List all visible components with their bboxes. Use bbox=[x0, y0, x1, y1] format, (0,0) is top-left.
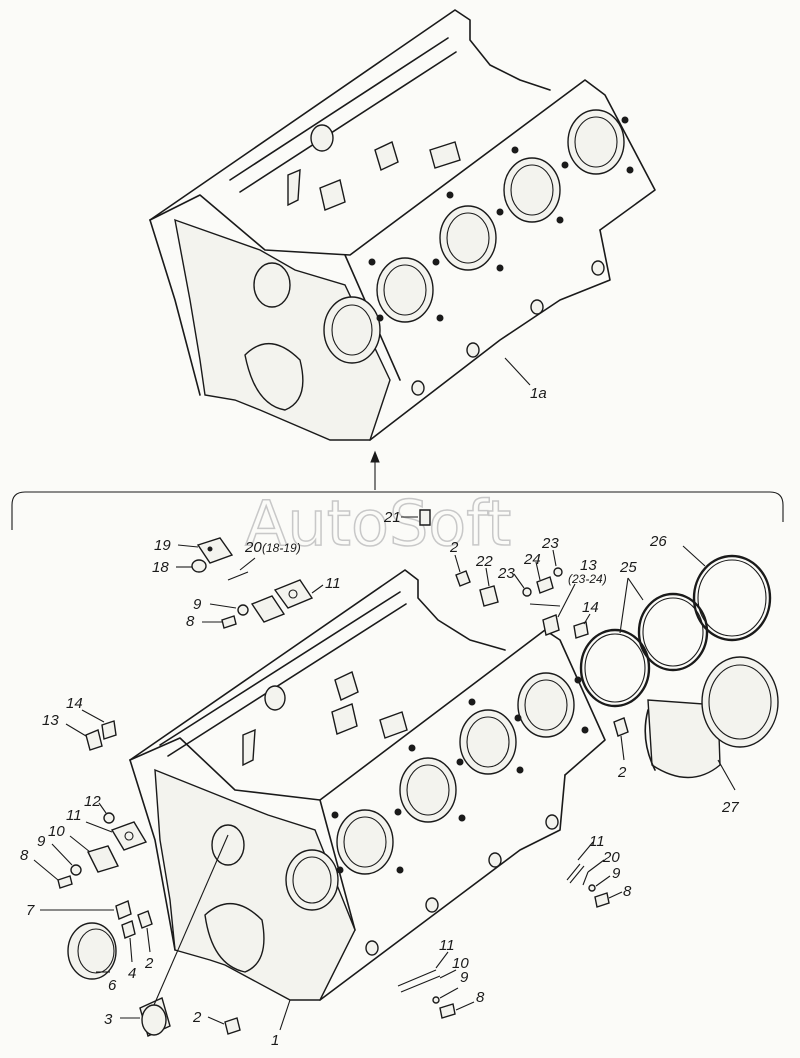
callout-4: 4 bbox=[128, 965, 136, 982]
callout-2d: 2 bbox=[192, 1009, 202, 1026]
callout-22: 22 bbox=[475, 553, 493, 570]
callout-20b: 20 bbox=[602, 849, 620, 866]
callout-9c: 9 bbox=[612, 865, 621, 882]
callout-9d: 9 bbox=[460, 969, 469, 986]
callout-3: 3 bbox=[104, 1011, 113, 1028]
callout-18: 18 bbox=[152, 559, 169, 576]
callout-9a: 9 bbox=[193, 596, 202, 613]
callout-8c: 8 bbox=[623, 883, 632, 900]
callout-7: 7 bbox=[26, 902, 35, 919]
callout-12: 12 bbox=[84, 793, 101, 810]
callout-27: 27 bbox=[721, 799, 739, 816]
callout-11b: 11 bbox=[66, 807, 82, 824]
callout-9b: 9 bbox=[37, 833, 46, 850]
callout-8b: 8 bbox=[20, 847, 29, 864]
callout-11c: 11 bbox=[589, 833, 605, 850]
callout-26: 26 bbox=[649, 533, 667, 550]
callout-23b: 23 bbox=[541, 535, 559, 552]
callout-19: 19 bbox=[154, 537, 171, 554]
callout-8d: 8 bbox=[476, 989, 485, 1006]
callout-20a-sub: (18-19) bbox=[262, 541, 301, 555]
callout-6: 6 bbox=[108, 977, 117, 994]
callout-25: 25 bbox=[619, 559, 637, 576]
callout-2c: 2 bbox=[144, 955, 154, 972]
callout-14a: 14 bbox=[66, 695, 83, 712]
callout-23a: 23 bbox=[497, 565, 515, 582]
callout-13b-sub: (23-24) bbox=[568, 572, 607, 586]
watermark: AutoSoft bbox=[245, 487, 511, 560]
callout-13b: 13 bbox=[580, 557, 597, 574]
callout-13a: 13 bbox=[42, 712, 59, 729]
callout-1: 1 bbox=[271, 1032, 279, 1049]
engine-block-bottom: 1 bbox=[129, 569, 606, 1049]
callout-2b: 2 bbox=[617, 764, 627, 781]
callout-11d: 11 bbox=[439, 937, 455, 954]
callout-20a: 20 bbox=[244, 539, 262, 556]
callout-8a: 8 bbox=[186, 613, 195, 630]
cylinder-liner-set: 27 26 25 bbox=[579, 533, 779, 816]
callout-2a: 2 bbox=[449, 539, 459, 556]
callout-10a: 10 bbox=[48, 823, 65, 840]
callout-14b: 14 bbox=[582, 599, 599, 616]
callout-1a: 1а bbox=[530, 385, 547, 402]
callout-24: 24 bbox=[523, 551, 541, 568]
small-parts: 19 18 20 (18-19) 11 9 8 21 2 22 bbox=[20, 509, 632, 1037]
assembly-bracket bbox=[11, 450, 784, 530]
engine-block-top: 1а bbox=[149, 9, 656, 441]
callout-10b: 10 bbox=[452, 955, 469, 972]
callout-21: 21 bbox=[383, 509, 401, 526]
callout-11a: 11 bbox=[325, 575, 341, 592]
